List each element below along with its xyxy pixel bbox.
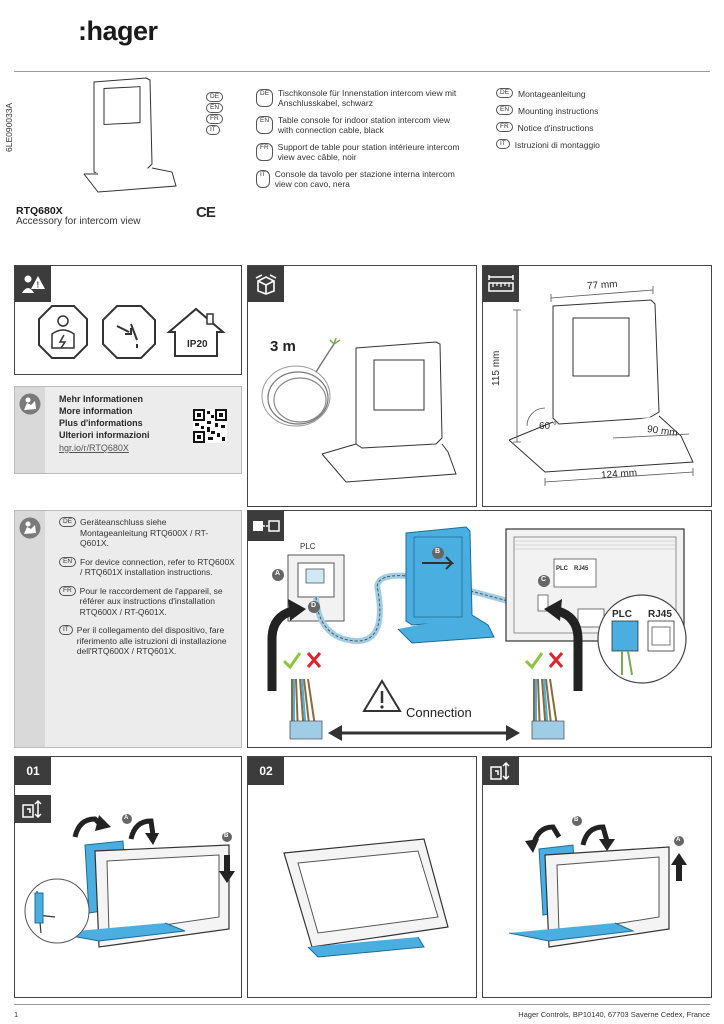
package-badge: [248, 266, 284, 302]
marker-b: B: [435, 548, 441, 555]
stand-with-cable-drawing: [261, 337, 457, 483]
mount-device-icon: [22, 799, 42, 819]
reading-person-icon: [19, 393, 41, 415]
product-subtitle: Accessory for intercom view: [16, 216, 141, 227]
step-02-drawing: [283, 838, 449, 958]
more-info-lines: Mehr Informationen More information Plus…: [59, 394, 150, 453]
reading-person-icon-2: [19, 517, 41, 539]
rj45-label-device: RJ45: [574, 566, 589, 572]
qr-code-icon[interactable]: [193, 409, 227, 443]
lang-it: IT: [206, 125, 220, 135]
safety-warning-badge: !: [15, 266, 51, 302]
instruction-de: DE Montageanleitung: [496, 88, 676, 99]
marker-d: D: [311, 602, 317, 609]
footer-address: Hager Controls, BP10140, 67703 Saverne C…: [518, 1010, 710, 1019]
step-03-drawing: [508, 816, 687, 948]
connection-note-de: DE Geräteanschluss siehe Montageanleitun…: [59, 517, 235, 549]
description-en: EN Table console for indoor station inte…: [256, 115, 466, 135]
dimensioned-stand-drawing: [508, 286, 694, 486]
connection-notes: DE Geräteanschluss siehe Montageanleitun…: [59, 517, 235, 665]
safety-panel: ! IP20: [14, 265, 242, 375]
description-fr: FR Support de table pour station intérie…: [256, 142, 466, 162]
unmount-device-icon: [490, 761, 510, 781]
plc-label-zoom: PLC: [612, 609, 632, 620]
dim-width: 77 mm: [586, 278, 618, 293]
description-de: DE Tischkonsole für Innenstation interco…: [256, 88, 466, 108]
page-number: 1: [14, 1010, 19, 1019]
more-info-link[interactable]: hgr.io/r/RTQ680X: [59, 443, 129, 453]
step-03-panel: B A: [482, 756, 712, 998]
step-02-panel: 02: [247, 756, 477, 998]
step-03-marker-a: A: [676, 837, 681, 843]
dim-angle: 60 °: [539, 421, 557, 432]
plc-label-device: PLC: [556, 566, 568, 572]
connection-label: Connection: [406, 705, 472, 720]
package-contents-panel: 3 m: [247, 265, 477, 507]
connection-diagram: [267, 526, 687, 741]
ip-rating: IP20: [187, 339, 208, 350]
mount-badge: [15, 795, 51, 823]
lang-en: EN: [206, 103, 224, 113]
description-it: IT Console da tavolo per stazione intern…: [256, 169, 466, 189]
marker-c: C: [541, 576, 547, 583]
ruler-icon: [488, 275, 514, 292]
ce-mark: CE: [196, 204, 216, 221]
marker-a: A: [275, 570, 281, 577]
product-descriptions: DE Tischkonsole für Innenstation interco…: [256, 88, 466, 196]
svg-text:!: !: [37, 281, 40, 290]
lang-de: DE: [206, 92, 224, 102]
document-number: 6LE090033A: [4, 102, 14, 152]
connection-badge: [248, 511, 284, 541]
dimensions-badge: [483, 266, 519, 302]
rj45-label-zoom: RJ45: [648, 609, 672, 620]
instruction-en: EN Mounting instructions: [496, 105, 676, 116]
connection-note-en: EN For device connection, refer to RTQ60…: [59, 556, 235, 578]
dim-height: 115 mm: [491, 350, 502, 386]
indoor-house-icon: [166, 307, 226, 357]
product-name: RTQ680X: [16, 205, 63, 217]
header-language-list: DE EN FR IT: [206, 92, 226, 136]
electrician-warning-icon: !: [22, 275, 45, 293]
instruction-titles: DE Montageanleitung EN Mounting instruct…: [496, 88, 676, 156]
hager-logo: :hager: [78, 16, 158, 46]
instruction-it: IT Istruzioni di montaggio: [496, 139, 676, 150]
step-01-marker-a: A: [124, 815, 129, 821]
dimensions-panel: 77 mm 115 mm 60 ° 90 mm 124 mm: [482, 265, 712, 507]
step-03-marker-b: B: [574, 817, 579, 823]
power-disconnect-icon: [102, 305, 156, 359]
cable-length: 3 m: [270, 338, 296, 355]
plug-socket-icon: [253, 520, 280, 532]
plc-label-wallbox: PLC: [300, 542, 316, 551]
unmount-badge: [483, 757, 519, 785]
more-info-panel: Mehr Informationen More information Plus…: [14, 386, 242, 474]
connection-diagram-panel: A D B C PLC PLC RJ45 PLC RJ45 Connection: [247, 510, 712, 748]
connection-notes-panel: DE Geräteanschluss siehe Montageanleitun…: [14, 510, 242, 748]
step-01-drawing: [24, 814, 235, 948]
product-stand-drawing: [83, 77, 177, 193]
step-01-marker-b: B: [224, 833, 229, 839]
lang-fr: FR: [206, 114, 223, 124]
instruction-fr: FR Notice d'instructions: [496, 122, 676, 133]
footer-divider: [14, 1004, 710, 1005]
header-divider: [14, 71, 710, 72]
step-02-number: 02: [248, 757, 284, 785]
box-icon: [255, 274, 277, 295]
qualified-electrician-icon: [38, 305, 88, 359]
step-01-number: 01: [15, 757, 51, 785]
connection-note-fr: FR Pour le raccordement de l'appareil, s…: [59, 585, 235, 618]
connection-note-it: IT Per il collegamento del dispositivo, …: [59, 625, 235, 657]
step-01-panel: 01 A B: [14, 756, 242, 998]
